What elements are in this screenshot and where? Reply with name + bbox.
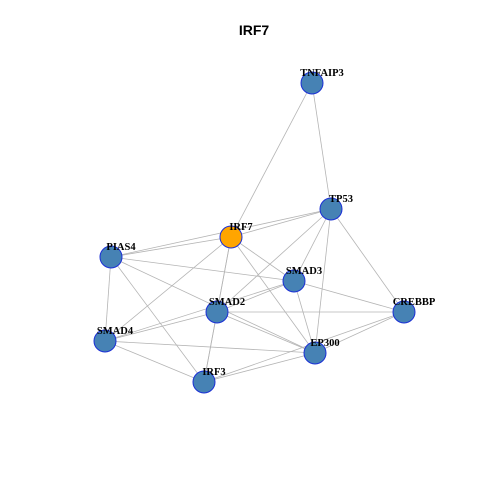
diagram-title: IRF7 — [239, 22, 270, 38]
node-smad2 — [205, 300, 229, 324]
nodes-layer — [93, 71, 416, 394]
edge-smad2-ep300 — [216, 311, 316, 354]
edge-smad3-crebbp — [293, 280, 405, 313]
node-tp53 — [319, 197, 343, 221]
edge-crebbp-irf3 — [203, 311, 405, 383]
edge-crebbp-ep300 — [314, 311, 405, 354]
edge-smad4-ep300 — [104, 340, 316, 354]
edge-tp53-crebbp — [330, 208, 405, 313]
node-label-crebbp: CREBBP — [393, 297, 436, 308]
edge-pias4-smad3 — [110, 256, 295, 282]
edge-tp53-irf7 — [230, 208, 332, 238]
node-crebbp — [392, 300, 416, 324]
edge-smad3-smad2 — [216, 280, 295, 313]
node-ep300 — [303, 341, 327, 365]
edge-smad3-smad4 — [104, 280, 295, 342]
node-label-tp53: TP53 — [329, 194, 353, 205]
edge-irf7-pias4 — [110, 236, 232, 258]
node-label-ep300: EP300 — [310, 338, 339, 349]
edge-irf7-ep300 — [230, 236, 316, 354]
edge-smad2-smad4 — [104, 311, 218, 342]
node-label-irf7: IRF7 — [229, 222, 252, 233]
edge-ep300-irf3 — [203, 352, 316, 383]
node-label-tnfaip3: TNFAIP3 — [300, 68, 344, 79]
node-label-pias4: PIAS4 — [106, 242, 136, 253]
edge-irf7-smad3 — [230, 236, 295, 282]
node-label-smad2: SMAD2 — [209, 297, 245, 308]
node-label-irf3: IRF3 — [202, 367, 225, 378]
node-smad3 — [282, 269, 306, 293]
node-label-smad3: SMAD3 — [286, 266, 322, 277]
node-pias4 — [99, 245, 123, 269]
edge-tp53-ep300 — [314, 208, 332, 354]
node-tnfaip3 — [300, 71, 324, 95]
node-label-smad4: SMAD4 — [97, 326, 134, 337]
edge-tnfaip3-tp53 — [311, 82, 332, 210]
node-irf3 — [192, 370, 216, 394]
edge-tp53-smad2 — [216, 208, 332, 313]
edge-tp53-smad3 — [293, 208, 332, 282]
node-smad4 — [93, 329, 117, 353]
edge-irf7-smad4 — [104, 236, 232, 342]
node-irf7 — [219, 225, 243, 249]
edge-smad3-ep300 — [293, 280, 316, 354]
edges-layer — [104, 82, 405, 383]
edge-tnfaip3-irf7 — [230, 82, 313, 238]
edge-pias4-irf3 — [110, 256, 205, 383]
edge-smad4-irf3 — [104, 340, 205, 383]
edge-pias4-smad4 — [104, 256, 112, 342]
